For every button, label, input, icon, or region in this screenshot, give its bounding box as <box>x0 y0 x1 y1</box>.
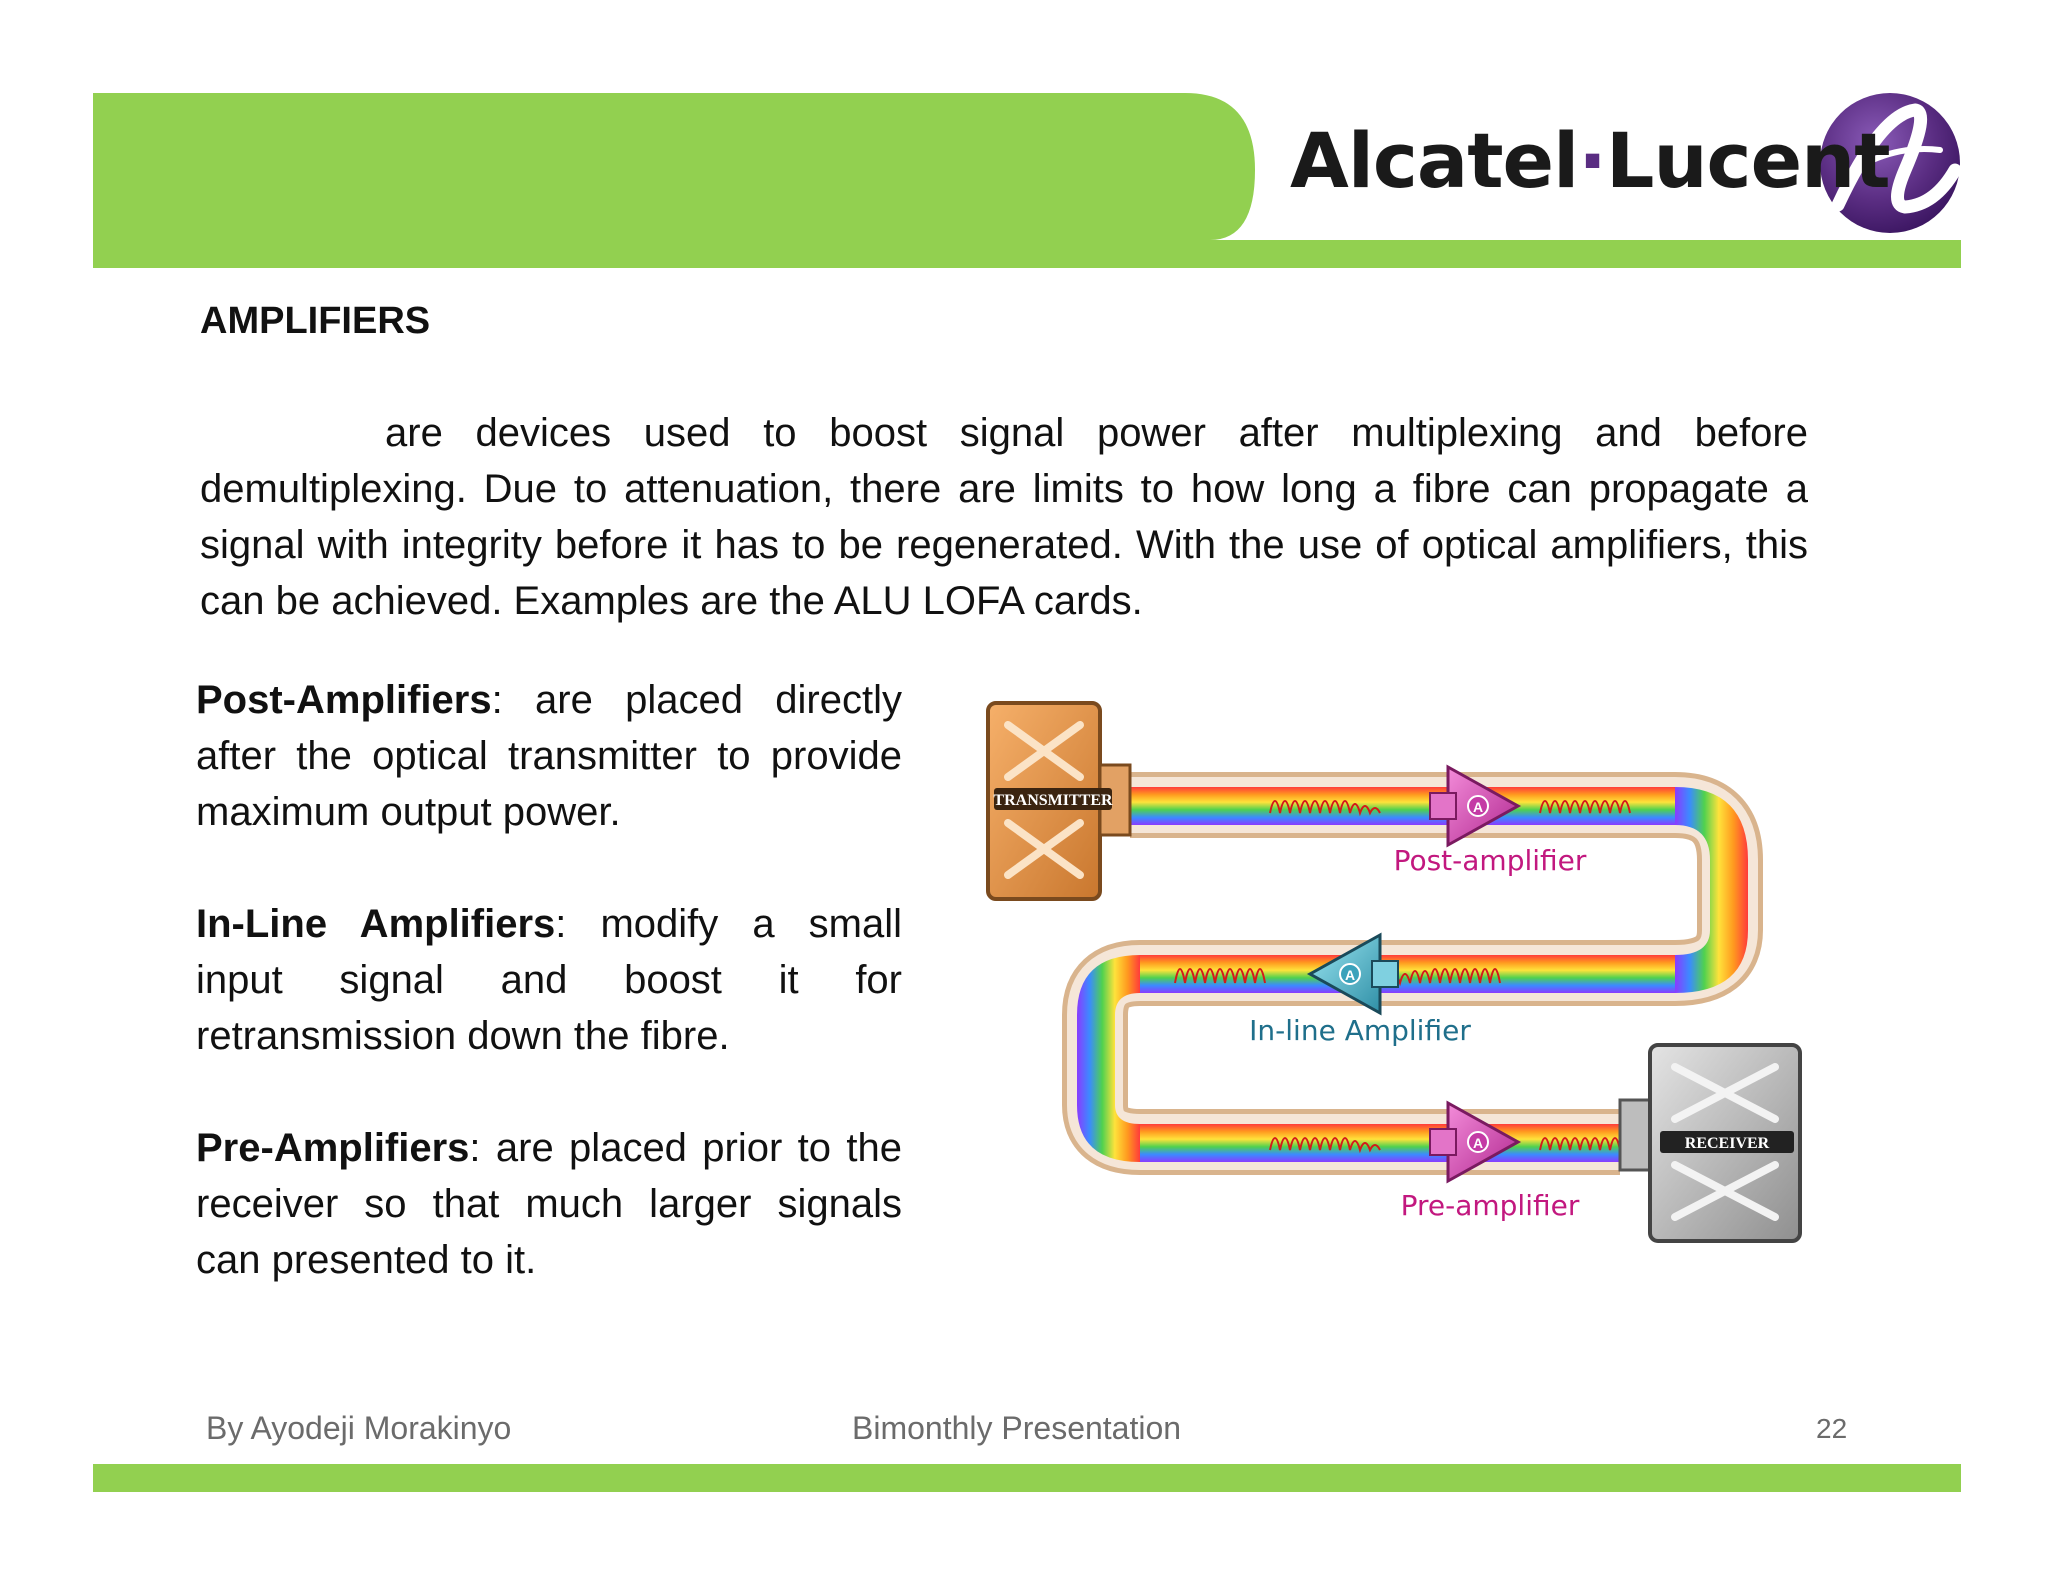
brand-wordmark: Alcatel·Lucent <box>1290 116 1891 205</box>
signal-left-bend <box>1077 955 1140 1162</box>
brand-name-right: Lucent <box>1606 116 1891 205</box>
transmitter-label: TRANSMITTER <box>993 792 1113 809</box>
signal-top <box>1130 787 1675 825</box>
inline-amplifiers-term: In-Line Amplifiers <box>196 902 556 946</box>
inline-amplifier-icon: A <box>1306 932 1399 1016</box>
noise-bottom-right <box>1539 1137 1631 1151</box>
pre-amp-badge: A <box>1473 1135 1483 1151</box>
receiver-box: RECEIVER <box>1618 1043 1802 1243</box>
inline-amp-badge: A <box>1345 967 1355 983</box>
slide-title: AMPLIFIERS <box>200 300 431 342</box>
footer-rule <box>93 1464 1961 1492</box>
noise-middle-right <box>1379 968 1501 987</box>
post-amplifiers-term: Post-Amplifiers <box>196 678 492 722</box>
inline-amplifiers-desc: : modify a small input signal and boost … <box>196 902 902 1058</box>
brand-name-left: Alcatel <box>1290 116 1579 205</box>
pre-amplifier-icon: A <box>1429 1100 1522 1184</box>
header-banner <box>93 93 1962 268</box>
intro-text: are devices used to boost signal power a… <box>200 411 1808 623</box>
header-rule <box>93 240 1961 268</box>
post-amp-badge: A <box>1473 799 1483 815</box>
footer-event: Bimonthly Presentation <box>852 1410 1182 1446</box>
receiver-label: RECEIVER <box>1685 1135 1770 1152</box>
post-amplifiers-desc: : are placed directly after the optical … <box>196 678 902 834</box>
intro-paragraph: are devices used to boost signal power a… <box>200 405 1808 629</box>
header-green-band <box>93 93 1255 240</box>
noise-middle-left <box>1174 968 1266 984</box>
signal-middle <box>1140 955 1675 993</box>
pre-amplifier-label: Pre-amplifier <box>1401 1189 1580 1222</box>
inline-amplifier-label: In-line Amplifier <box>1249 1014 1471 1047</box>
post-amplifier-icon: A <box>1429 764 1522 848</box>
brand-dot: · <box>1578 116 1607 205</box>
noise-top-left <box>1269 800 1381 817</box>
post-amplifiers-block: Post-Amplifiers: are placed directly aft… <box>196 672 902 840</box>
pre-amplifiers-desc: : are placed prior to the receiver so th… <box>196 1126 902 1282</box>
footer-author: By Ayodeji Morakinyo <box>206 1410 512 1446</box>
inline-amplifiers-block: In-Line Amplifiers: modify a small input… <box>196 896 902 1064</box>
amplifier-diagram: TRANSMITTER RECEIVER A Post-amplifier A … <box>986 701 1802 1243</box>
noise-bottom-left <box>1269 1137 1381 1154</box>
post-amplifier-label: Post-amplifier <box>1394 844 1587 877</box>
page-number: 22 <box>1816 1413 1848 1444</box>
signal-right-bend <box>1675 787 1748 993</box>
noise-top-right <box>1539 800 1631 814</box>
alcatel-lucent-logo-icon <box>1820 93 1962 233</box>
pre-amplifiers-term: Pre-Amplifiers <box>196 1126 470 1170</box>
pre-amplifiers-block: Pre-Amplifiers: are placed prior to the … <box>196 1120 902 1288</box>
signal-bottom <box>1140 1124 1620 1162</box>
transmitter-box: TRANSMITTER <box>986 701 1132 901</box>
